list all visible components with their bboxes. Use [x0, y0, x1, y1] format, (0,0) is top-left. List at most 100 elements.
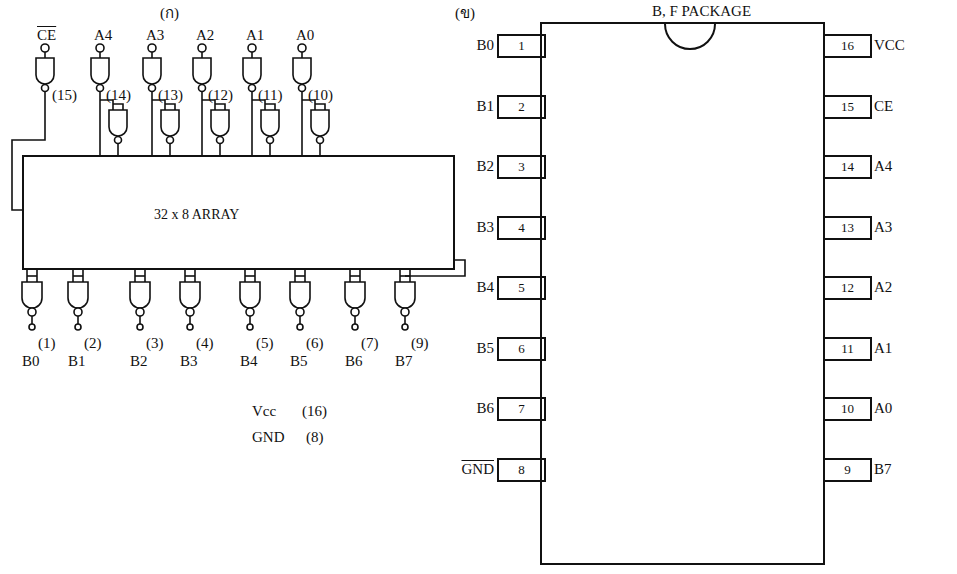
- pin-box: 13: [823, 216, 872, 240]
- signal-label: CE: [874, 99, 893, 114]
- pin-terminal: [352, 324, 358, 330]
- signal-label: CE: [37, 28, 56, 43]
- memory-array: 32 x 8 ARRAY: [22, 155, 455, 270]
- signal-label: A0: [296, 28, 314, 43]
- signal-label: VCC: [874, 38, 905, 53]
- logic-gate: [261, 110, 279, 136]
- logic-gate: [143, 58, 161, 84]
- signal-label: B0: [476, 38, 494, 53]
- wire: [201, 92, 203, 155]
- wire: [185, 275, 195, 277]
- pin-box: 4: [497, 216, 546, 240]
- signal-label: (6): [306, 336, 324, 351]
- wire: [99, 92, 101, 155]
- signal-label: B1: [476, 99, 494, 114]
- signal-label: (1): [38, 336, 56, 351]
- pin-number: 2: [499, 97, 544, 117]
- inversion-bubble: [217, 137, 224, 144]
- pin-terminal: [137, 324, 143, 330]
- signal-label: B1: [68, 354, 86, 369]
- inversion-bubble: [296, 308, 304, 316]
- logic-gate: [243, 58, 261, 84]
- signal-label: (4): [196, 336, 214, 351]
- pin-number: 7: [499, 399, 544, 419]
- signal-label: (14): [106, 88, 131, 103]
- pin-number: 9: [825, 460, 870, 480]
- pin-number: 10: [825, 399, 870, 419]
- inversion-bubble: [299, 85, 306, 92]
- pin-number: 4: [499, 218, 544, 238]
- pin-box: 12: [823, 276, 872, 300]
- pin-number: 11: [825, 339, 870, 359]
- wire: [139, 316, 141, 324]
- signal-label: GND: [252, 430, 285, 445]
- inversion-bubble: [317, 137, 324, 144]
- pin-box: 11: [823, 337, 872, 361]
- wire: [117, 144, 119, 155]
- figure-tag: (ก): [160, 6, 179, 21]
- inversion-bubble: [249, 85, 256, 92]
- logic-gate: [130, 282, 150, 308]
- wire: [12, 92, 45, 210]
- inversion-bubble: [298, 44, 306, 52]
- signal-label: (10): [308, 88, 333, 103]
- pin-box: 8: [497, 458, 546, 482]
- pin-number: 14: [825, 157, 870, 177]
- inversion-bubble: [74, 308, 82, 316]
- pin-number: 13: [825, 218, 870, 238]
- signal-label: B6: [345, 354, 363, 369]
- signal-label: B2: [476, 159, 494, 174]
- inversion-bubble: [28, 308, 36, 316]
- inversion-bubble: [167, 137, 174, 144]
- pin-box: 1: [497, 34, 546, 58]
- pin-number: 8: [499, 460, 544, 480]
- wire: [27, 275, 37, 277]
- signal-label: (8): [306, 430, 324, 445]
- wire: [215, 104, 225, 110]
- logic-gate: [22, 282, 42, 308]
- signal-label: B4: [476, 280, 494, 295]
- signal-label: A3: [874, 220, 892, 235]
- pin-terminal: [247, 324, 253, 330]
- pin-box: 14: [823, 155, 872, 179]
- signal-label: (11): [258, 88, 282, 103]
- wire: [299, 316, 301, 324]
- signal-label: A4: [874, 159, 892, 174]
- pin-terminal: [297, 324, 303, 330]
- pin-number: 1: [499, 36, 544, 56]
- signal-label: A2: [874, 280, 892, 295]
- package-notch: [665, 24, 715, 49]
- wire: [319, 144, 321, 155]
- wire: [169, 144, 171, 155]
- pin-terminal: [402, 324, 408, 330]
- inversion-bubble: [149, 85, 156, 92]
- wire: [295, 275, 305, 277]
- pin-box: 9: [823, 458, 872, 482]
- inversion-bubble: [186, 308, 194, 316]
- logic-gate: [293, 58, 311, 84]
- wire: [265, 104, 275, 110]
- package-title: B, F PACKAGE: [652, 3, 751, 20]
- wire: [44, 52, 46, 58]
- signal-label: B7: [395, 354, 413, 369]
- wire: [350, 275, 360, 277]
- wire: [405, 260, 465, 276]
- signal-label: A0: [874, 401, 892, 416]
- wire: [31, 316, 33, 324]
- inversion-bubble: [198, 44, 206, 52]
- pin-number: 5: [499, 278, 544, 298]
- signal-label: (15): [52, 88, 77, 103]
- wire: [189, 316, 191, 324]
- wire: [151, 92, 153, 155]
- pin-number: 12: [825, 278, 870, 298]
- inversion-bubble: [267, 137, 274, 144]
- wire: [219, 144, 221, 155]
- wire: [354, 316, 356, 324]
- pin-terminal: [29, 324, 35, 330]
- logic-gate: [193, 58, 211, 84]
- inversion-bubble: [96, 44, 104, 52]
- inversion-bubble: [199, 85, 206, 92]
- signal-label: GND: [462, 462, 495, 477]
- pin-terminal: [75, 324, 81, 330]
- logic-gate: [290, 282, 310, 308]
